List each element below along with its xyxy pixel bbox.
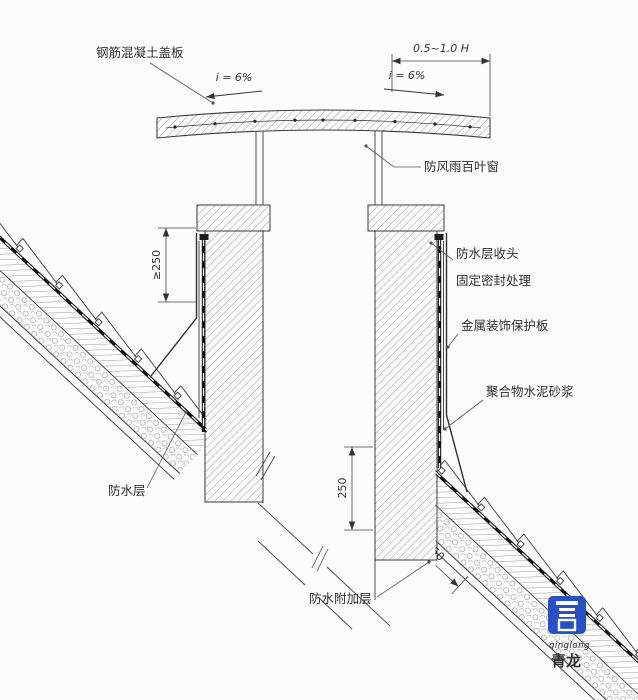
- membrane-dash-symbol: [0, 221, 207, 438]
- leader-louver: [365, 145, 421, 168]
- membrane-dash-symbol: [435, 470, 638, 687]
- leader-polymer-mortar: [444, 399, 484, 430]
- slope-label-right: i = 6%: [389, 69, 426, 82]
- leader-additional-waterproof: [376, 561, 430, 598]
- membrane-end-fixing-right: [434, 234, 444, 240]
- screed-layer: [435, 472, 638, 700]
- leader-lines: [146, 62, 484, 598]
- dimension-upturn-min: ≥250: [150, 227, 196, 303]
- slab-top-line: [326, 566, 391, 627]
- wall-flashing-left: [150, 233, 209, 432]
- right-roof-band: 250: [423, 459, 638, 700]
- dimension-upturn-label: ≥250: [150, 250, 163, 280]
- leader-membrane-end: [430, 242, 454, 261]
- tile-layer: [0, 200, 207, 433]
- insulation-layer: [435, 489, 638, 700]
- wall-flashing-right: [434, 233, 468, 493]
- screed-layer: [0, 223, 207, 455]
- dimension-top-span-label: 0.5~1.0 H: [413, 42, 469, 55]
- right-wall-cap-hatch: [368, 205, 444, 231]
- left-shaft-wall: [196, 204, 271, 503]
- shaft-inner-faces: [255, 126, 383, 600]
- roof-slab-through-shaft: [257, 502, 391, 630]
- cover-plate: [156, 109, 491, 139]
- slope-annotation-left: i = 6%: [205, 71, 263, 100]
- right-wall-hatch: [375, 230, 437, 560]
- cover-plate-hatch: [157, 110, 490, 138]
- label-polymer-mortar: 聚合物水泥砂浆: [486, 384, 574, 399]
- label-membrane-end-1: 防水层收头: [456, 246, 519, 261]
- dimension-shaft-height: 250: [336, 446, 373, 531]
- label-louver: 防风雨百叶窗: [424, 159, 499, 174]
- left-wall-hatch: [205, 230, 263, 502]
- membrane-end-fixing-left: [199, 234, 209, 240]
- logo-cn-text: 青龙: [551, 652, 581, 670]
- left-roof-band: [0, 200, 207, 480]
- leader-cover-plate: [149, 62, 214, 104]
- metal-protection-plate-right: [445, 233, 468, 493]
- qinglong-logo: qinglong 青龙: [548, 596, 590, 670]
- dimension-top-span: 0.5~1.0 H: [391, 42, 491, 116]
- metal-protection-plate-left: [150, 233, 198, 377]
- slope-annotation-right: i = 6%: [383, 69, 445, 98]
- label-membrane-end-2: 固定密封处理: [456, 273, 532, 288]
- slope-arrow-left: [205, 90, 263, 100]
- slab-soffit-line: [435, 513, 626, 700]
- right-shaft-wall: [367, 204, 445, 561]
- logo-latin-text: qinglong: [549, 641, 590, 651]
- left-wall-cap-hatch: [197, 205, 270, 231]
- leader-waterproof-layer: [146, 411, 187, 489]
- slab-bottom-line: [317, 596, 353, 630]
- dimension-strip-width-label: 250: [423, 540, 447, 564]
- slab-soffit-line: [0, 264, 175, 480]
- rebar-dots: [173, 118, 472, 129]
- label-waterproof-layer: 防水层: [108, 483, 146, 498]
- dimension-shaft-height-label: 250: [336, 478, 349, 499]
- tile-layer: [437, 459, 638, 692]
- slab-top-line: [257, 502, 314, 555]
- label-additional-waterproof: 防水附加层: [309, 591, 372, 606]
- slope-arrow-right: [383, 88, 445, 98]
- slab-bottom-line: [257, 540, 306, 586]
- break-symbol: [255, 451, 276, 481]
- dimension-strip-width: 250: [423, 530, 469, 595]
- slope-label-left: i = 6%: [216, 71, 253, 84]
- label-cover-plate: 钢筋混凝土盖板: [96, 45, 184, 60]
- logo-glyph: [556, 601, 578, 632]
- leader-metal-plate: [447, 333, 459, 348]
- insulation-layer: [0, 239, 198, 474]
- label-metal-plate: 金属装饰保护板: [461, 318, 549, 333]
- break-symbol: [311, 545, 329, 572]
